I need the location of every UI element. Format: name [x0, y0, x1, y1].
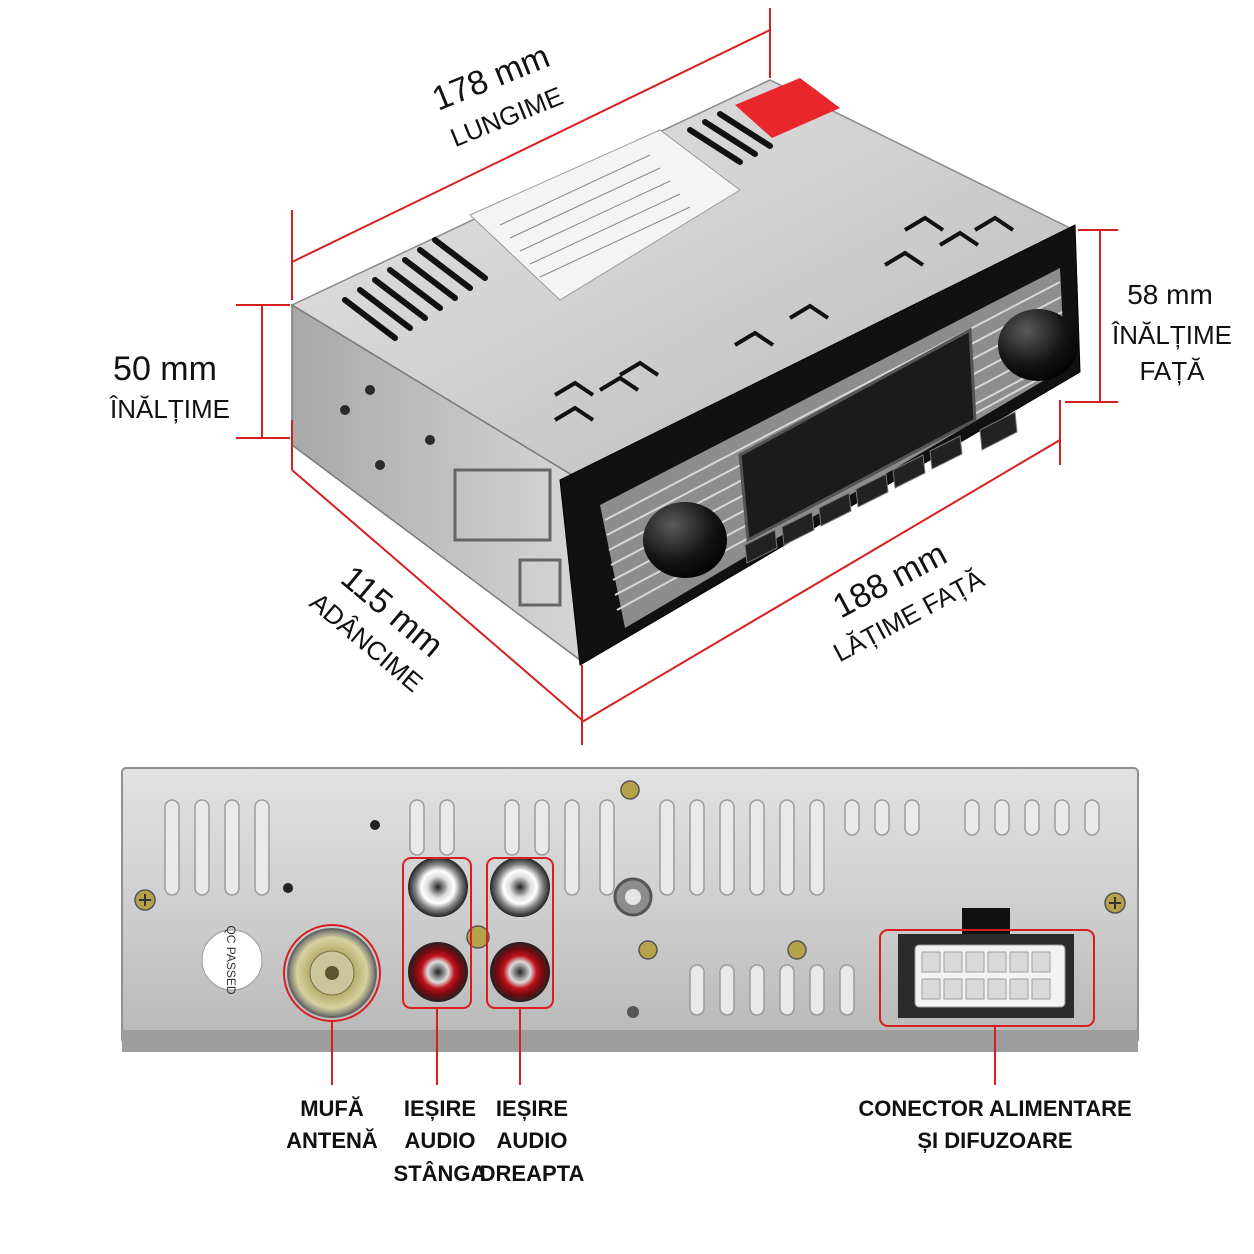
rear-panel: QC PASSED — [121, 767, 1139, 1052]
label-antenna: MUFĂ ANTENĂ — [286, 1096, 378, 1153]
front-height-value: 58 mm — [1127, 279, 1213, 310]
svg-text:IEȘIRE: IEȘIRE — [404, 1096, 476, 1121]
rca-left-red — [408, 942, 468, 1002]
svg-text:MUFĂ: MUFĂ — [300, 1096, 364, 1121]
svg-text:AUDIO: AUDIO — [405, 1128, 476, 1153]
dim-front-height: 58 mm ÎNĂLȚIME FAȚĂ — [1111, 279, 1232, 386]
front-height-word1: ÎNĂLȚIME — [1111, 320, 1232, 350]
chassis-clips — [553, 215, 1015, 422]
dim-length: 178 mm LUNGIME — [427, 37, 567, 153]
svg-text:ȘI DIFUZOARE: ȘI DIFUZOARE — [917, 1128, 1072, 1153]
qc-text: QC PASSED — [224, 925, 238, 994]
svg-text:CONECTOR ALIMENTARE: CONECTOR ALIMENTARE — [858, 1096, 1131, 1121]
red-sticker — [735, 78, 840, 138]
dim-front-width: 188 mm LĂȚIME FAȚĂ — [827, 535, 990, 668]
dimension-lines — [236, 8, 1118, 745]
antenna-socket — [287, 928, 377, 1018]
power-speaker-connector — [898, 908, 1074, 1018]
height-word: ÎNĂLȚIME — [109, 394, 230, 424]
dim-depth: 115 mm ADÂNCIME — [304, 558, 450, 697]
svg-text:AUDIO: AUDIO — [497, 1128, 568, 1153]
label-audio-right: IEȘIRE AUDIO DREAPTA — [480, 1096, 585, 1186]
svg-text:STÂNGA: STÂNGA — [394, 1161, 487, 1186]
rca-right-white — [490, 857, 550, 917]
side-holes — [340, 385, 435, 470]
label-power-connector: CONECTOR ALIMENTARE ȘI DIFUZOARE — [858, 1096, 1131, 1153]
rca-left-white — [408, 857, 468, 917]
spec-sticker — [469, 129, 741, 301]
svg-text:DREAPTA: DREAPTA — [480, 1161, 585, 1186]
radio-3d-view — [290, 78, 1081, 666]
callout-markers — [283, 857, 1095, 1085]
tuning-knob — [998, 309, 1078, 381]
volume-knob — [643, 502, 727, 578]
height-value: 50 mm — [113, 350, 217, 388]
label-audio-left: IEȘIRE AUDIO STÂNGA — [394, 1096, 487, 1186]
svg-text:ANTENĂ: ANTENĂ — [286, 1128, 378, 1153]
top-vents — [342, 111, 773, 341]
front-height-word2: FAȚĂ — [1139, 356, 1205, 386]
rca-right-red — [490, 942, 550, 1002]
display-screen — [738, 327, 977, 543]
rear-vents — [164, 799, 1100, 1016]
preset-buttons — [744, 411, 1018, 564]
dim-height: 50 mm ÎNĂLȚIME — [109, 350, 230, 424]
svg-text:IEȘIRE: IEȘIRE — [496, 1096, 568, 1121]
qc-sticker: QC PASSED — [201, 925, 263, 995]
